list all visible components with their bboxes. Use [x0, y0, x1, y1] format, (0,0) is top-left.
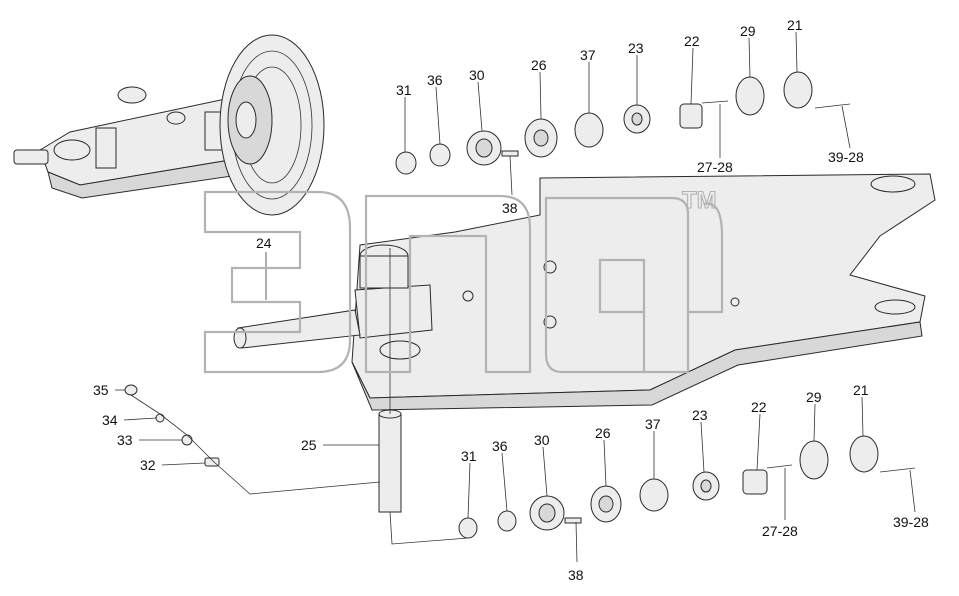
fasteners-left	[124, 384, 381, 495]
axle-assembly-inset	[13, 34, 325, 216]
steering-knuckle	[233, 244, 433, 360]
callout-24: 24	[256, 235, 272, 251]
wheel-tire	[219, 34, 325, 216]
callout-29-top: 29	[740, 23, 756, 39]
callout-23-top: 23	[628, 40, 644, 56]
callout-21-bottom: 21	[853, 382, 869, 398]
callout-38-bottom: 38	[568, 567, 584, 583]
callout-25: 25	[301, 437, 317, 453]
callout-31-bottom: 31	[461, 448, 477, 464]
callout-27-28-top: 27-28	[697, 159, 733, 175]
lower-bearing-stack	[458, 435, 916, 539]
callouts-left: 35 34 33 32 25	[93, 382, 317, 473]
callout-33: 33	[117, 432, 133, 448]
upper-bearing-stack	[395, 71, 851, 175]
callout-27-28-bottom: 27-28	[762, 523, 798, 539]
callout-21-top: 21	[787, 17, 803, 33]
leader-lines	[115, 31, 916, 563]
callout-26-top: 26	[531, 57, 547, 73]
watermark-logo: TM	[203, 186, 724, 374]
callouts-upper: 31 36 30 26 37 23 22 29 21 27-28 39-28 3…	[256, 17, 864, 251]
callout-22-top: 22	[684, 33, 700, 49]
callout-37-top: 37	[580, 47, 596, 63]
callout-30-top: 30	[469, 67, 485, 83]
callout-39-28-top: 39-28	[828, 149, 864, 165]
callout-23-bottom: 23	[692, 407, 708, 423]
watermark-tm: TM	[682, 187, 717, 214]
kingpin	[378, 248, 402, 513]
callout-39-28-bottom: 39-28	[893, 514, 929, 530]
callout-35: 35	[93, 382, 109, 398]
callout-29-bottom: 29	[806, 389, 822, 405]
callout-38-top: 38	[502, 200, 518, 216]
callout-37-bottom: 37	[645, 416, 661, 432]
callout-36-bottom: 36	[492, 438, 508, 454]
callout-36-top: 36	[427, 72, 443, 88]
callout-22-bottom: 22	[751, 399, 767, 415]
callout-26-bottom: 26	[595, 425, 611, 441]
callout-32: 32	[140, 457, 156, 473]
callouts-lower: 31 36 30 26 37 23 22 29 21 27-28 39-28 3…	[461, 382, 929, 583]
callout-34: 34	[102, 412, 118, 428]
callout-30-bottom: 30	[534, 432, 550, 448]
callout-31-top: 31	[396, 82, 412, 98]
